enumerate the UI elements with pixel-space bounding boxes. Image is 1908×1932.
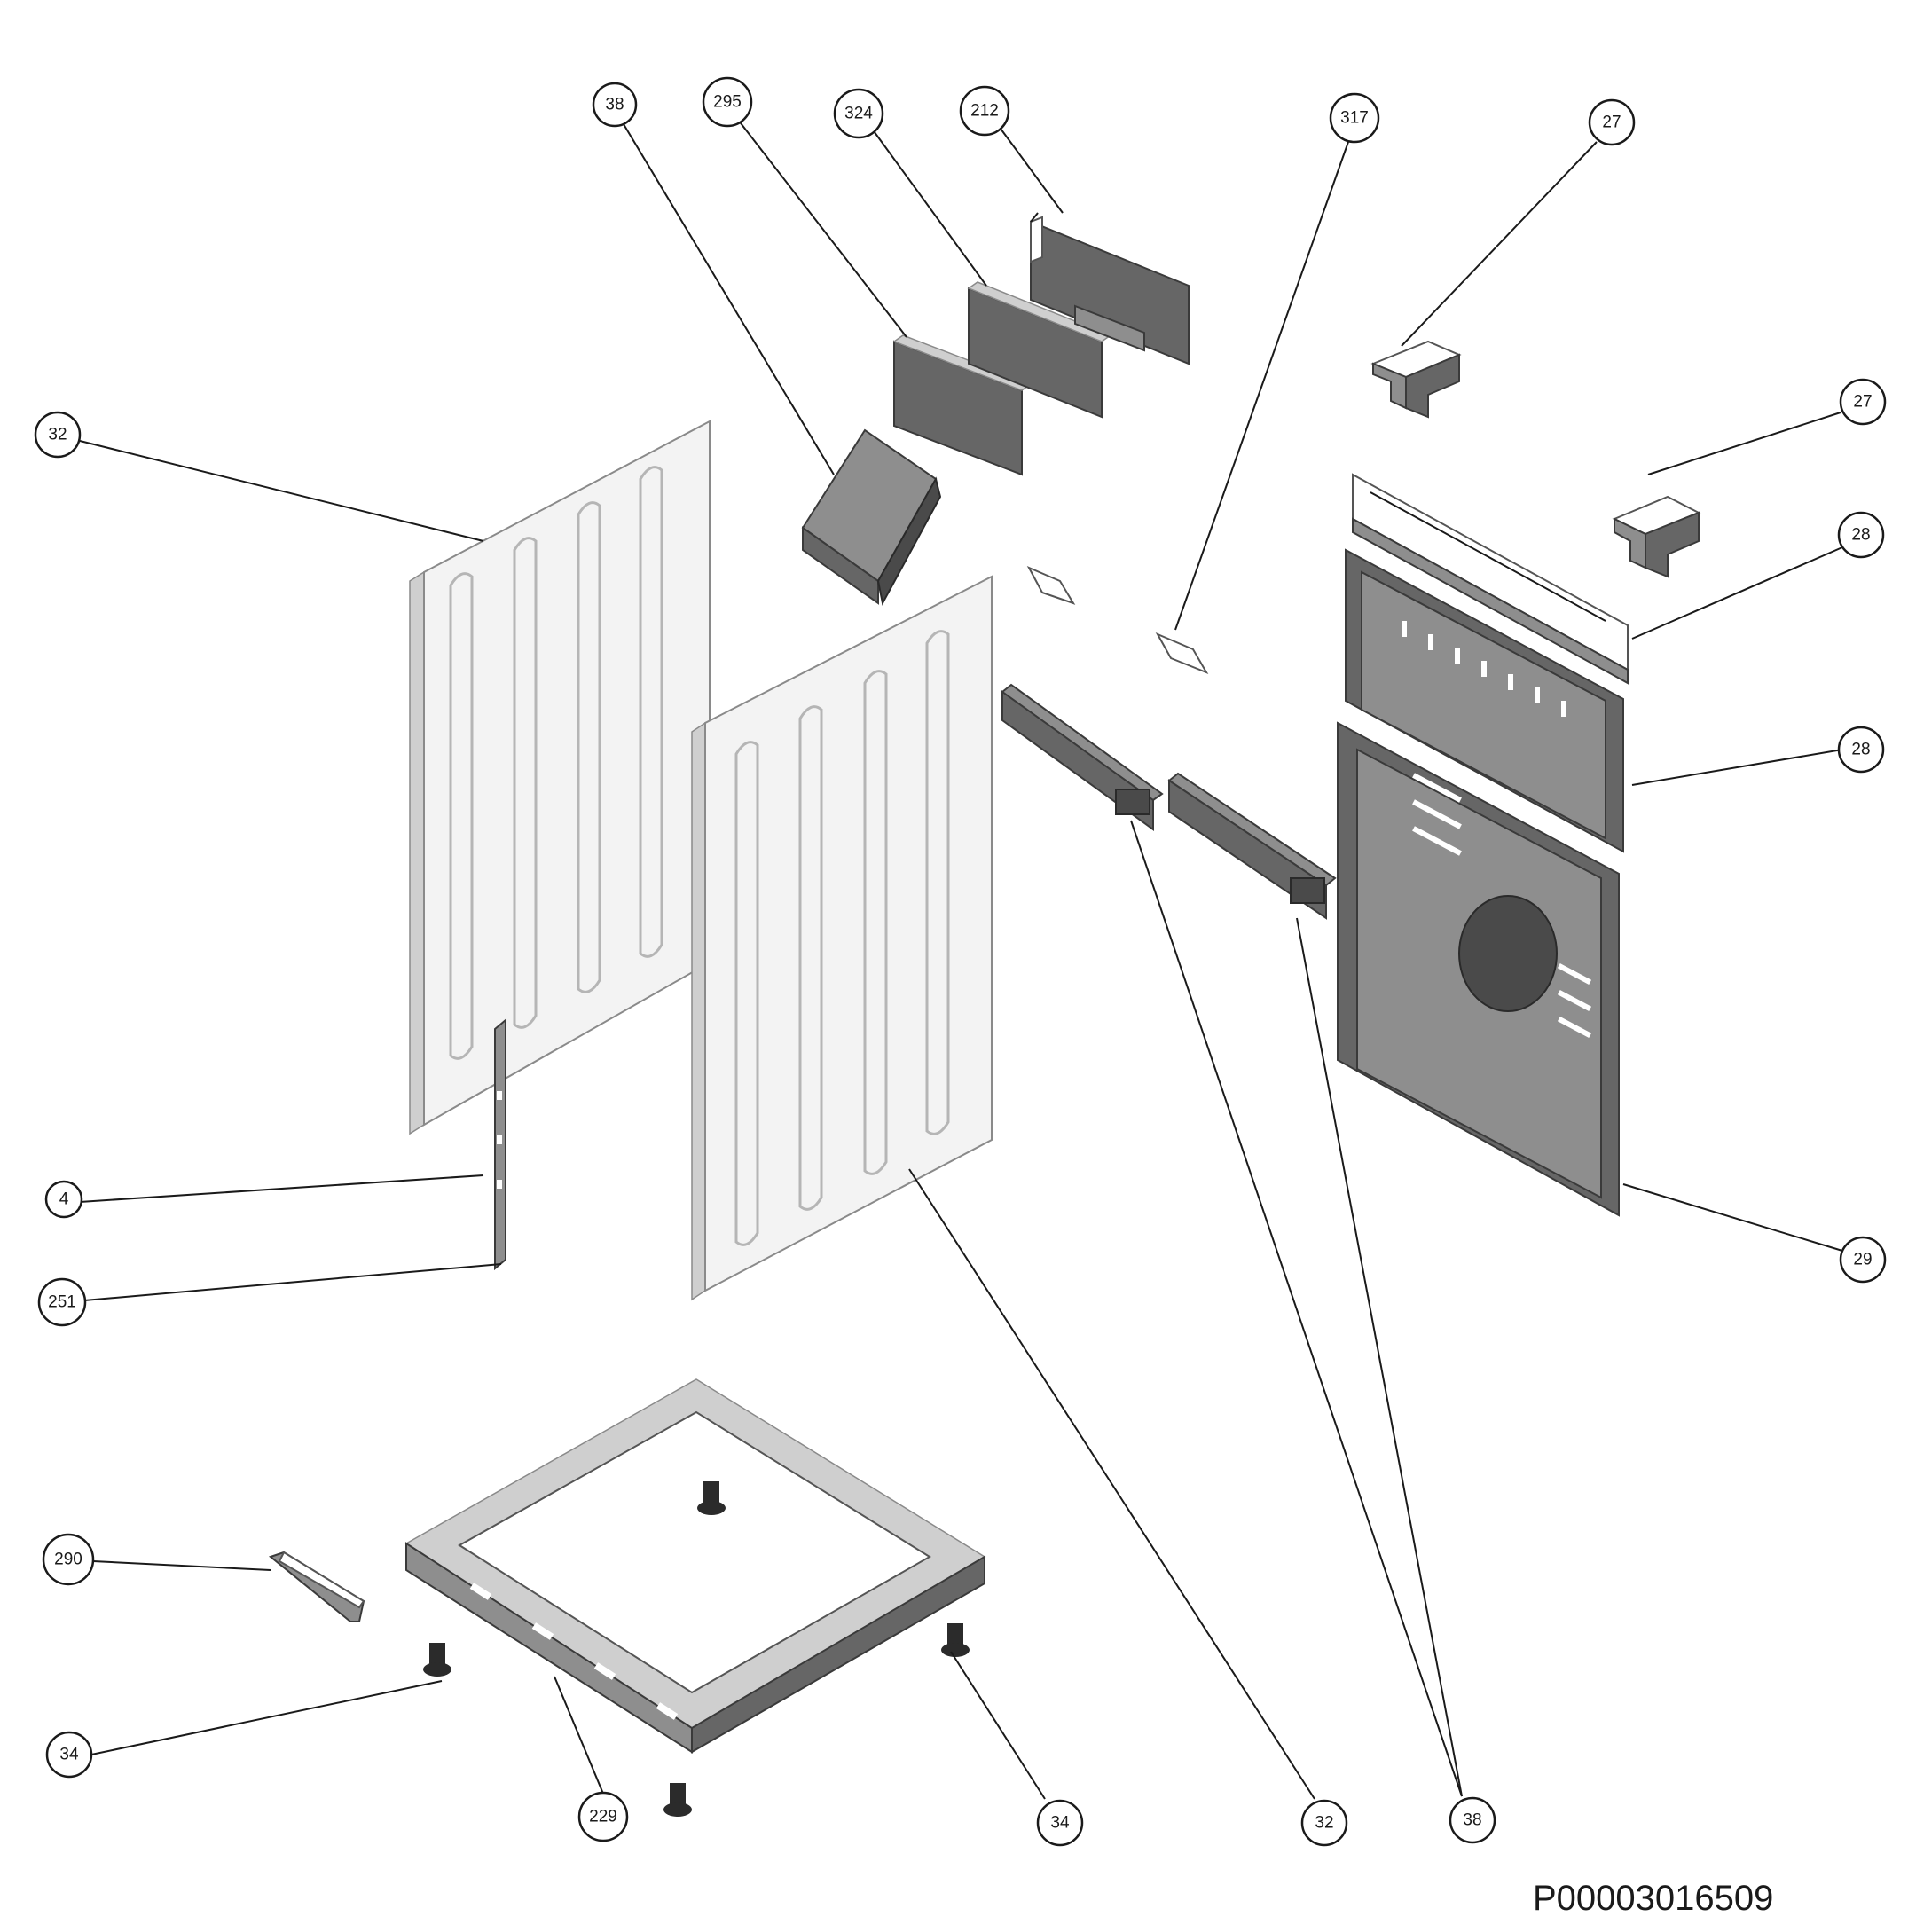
callout-label: 29 <box>1853 1251 1872 1269</box>
callout-label: 34 <box>59 1746 79 1764</box>
callout-27-right: 27 <box>1839 378 1887 426</box>
callout-label: 290 <box>54 1551 82 1569</box>
foot-1 <box>697 1481 726 1515</box>
callout-38-bottom: 38 <box>1449 1796 1496 1844</box>
callout-32-left: 32 <box>34 411 82 459</box>
callout-label: 324 <box>844 105 873 123</box>
bracket-27-top <box>1370 340 1462 419</box>
callout-34-left: 34 <box>45 1731 93 1779</box>
base-frame-229 <box>404 1378 986 1754</box>
callout-34-right: 34 <box>1036 1799 1084 1847</box>
callout-324: 324 <box>833 88 884 139</box>
small-clip-left <box>1026 565 1209 675</box>
leader-lines <box>79 119 1843 1800</box>
foot-3 <box>941 1623 970 1657</box>
callout-label: 32 <box>1315 1814 1333 1833</box>
callout-38-top: 38 <box>592 82 638 128</box>
strip-38-right <box>1167 772 1337 920</box>
back-panel-29 <box>1337 721 1620 1217</box>
bracket-290 <box>268 1551 365 1622</box>
strip-38-left <box>1001 683 1164 831</box>
panel-295 <box>892 334 1033 476</box>
side-panel-left <box>409 420 711 1135</box>
callout-label: 27 <box>1602 114 1621 132</box>
back-panel-28 <box>1345 548 1624 853</box>
side-panel-right <box>691 575 993 1301</box>
callout-label: 229 <box>589 1808 617 1826</box>
callout-32-bottom: 32 <box>1300 1799 1348 1847</box>
callout-label: 251 <box>48 1293 76 1312</box>
callout-label: 317 <box>1340 109 1369 128</box>
callout-4: 4 <box>44 1180 83 1219</box>
callout-27-top: 27 <box>1588 98 1636 146</box>
side-strip <box>494 1017 506 1271</box>
callout-28-upper: 28 <box>1837 511 1885 559</box>
callout-229: 229 <box>577 1791 629 1842</box>
callout-label: 212 <box>970 102 999 121</box>
callout-label: 28 <box>1851 526 1870 545</box>
bracket-212 <box>1030 212 1190 365</box>
top-rail-28 <box>1352 473 1629 685</box>
callout-label: 295 <box>713 93 742 112</box>
foot-2 <box>423 1643 451 1677</box>
callout-label: 4 <box>59 1190 69 1209</box>
callout-212: 212 <box>959 85 1010 137</box>
foot-4 <box>663 1783 692 1817</box>
bracket-27-right <box>1612 495 1701 578</box>
callout-label: 38 <box>1463 1811 1481 1830</box>
callout-295: 295 <box>702 76 753 128</box>
callout-label: 32 <box>48 426 67 444</box>
callout-label: 27 <box>1853 393 1872 412</box>
callout-label: 34 <box>1050 1814 1070 1833</box>
callout-label: 28 <box>1851 741 1870 759</box>
cover-box <box>801 428 942 606</box>
callout-251: 251 <box>37 1277 87 1327</box>
callout-28-lower: 28 <box>1837 726 1885 774</box>
callout-label: 38 <box>605 96 624 114</box>
callout-29: 29 <box>1839 1236 1887 1284</box>
document-code: P00003016509 <box>1533 1879 1774 1918</box>
callout-317: 317 <box>1329 92 1380 144</box>
callout-290: 290 <box>42 1533 95 1586</box>
